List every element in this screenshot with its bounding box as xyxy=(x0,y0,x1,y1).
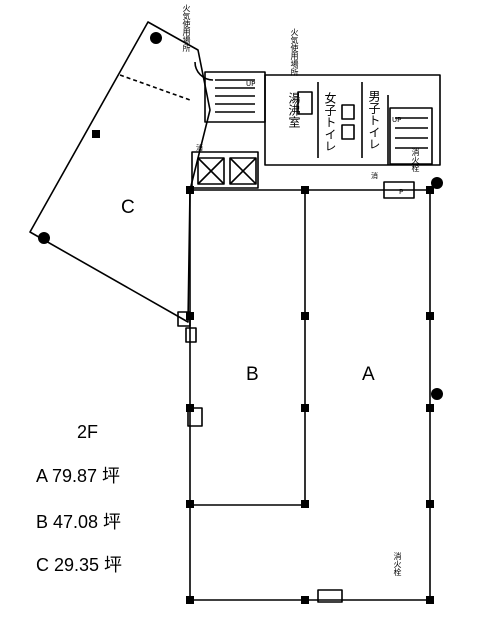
kitchenette-label: 湯沸室 xyxy=(287,92,301,128)
service-core xyxy=(264,74,441,166)
stair-up-label-2: UP xyxy=(392,116,402,124)
unit-a-label: A xyxy=(362,364,375,385)
elevator-block xyxy=(191,151,259,189)
unit-c-dashed-line xyxy=(119,74,191,101)
extinguisher-label-2: 消 xyxy=(371,172,378,180)
hydrant-label-2: 消火栓 xyxy=(393,552,402,576)
parking-marker: P xyxy=(399,188,404,196)
elevator-2 xyxy=(229,157,257,185)
stair-up-label-1: UP xyxy=(246,80,256,88)
fire-area-label-2: 火気使用場所 xyxy=(290,28,299,76)
unit-b-label: B xyxy=(246,364,259,385)
extinguisher-label-1: 消 xyxy=(196,144,203,152)
hydrant-label-1: 消火栓 xyxy=(411,148,420,172)
mens-toilet-label: 男子トイレ xyxy=(367,90,381,150)
unit-c-area: C 29.35 坪 xyxy=(36,555,123,575)
fire-area-label-1: 火気使用場所 xyxy=(182,4,191,52)
floor-label: 2F xyxy=(77,422,99,442)
unit-a-area: A 79.87 坪 xyxy=(36,466,121,486)
right-stair xyxy=(389,107,433,165)
unit-c-outline xyxy=(29,21,211,323)
unit-c-label: C xyxy=(121,197,135,218)
unit-b-area: B 47.08 坪 xyxy=(36,512,122,532)
womens-toilet-label: 女子トイレ xyxy=(323,92,337,152)
main-block-outline xyxy=(189,189,431,601)
elevator-1 xyxy=(197,157,225,185)
